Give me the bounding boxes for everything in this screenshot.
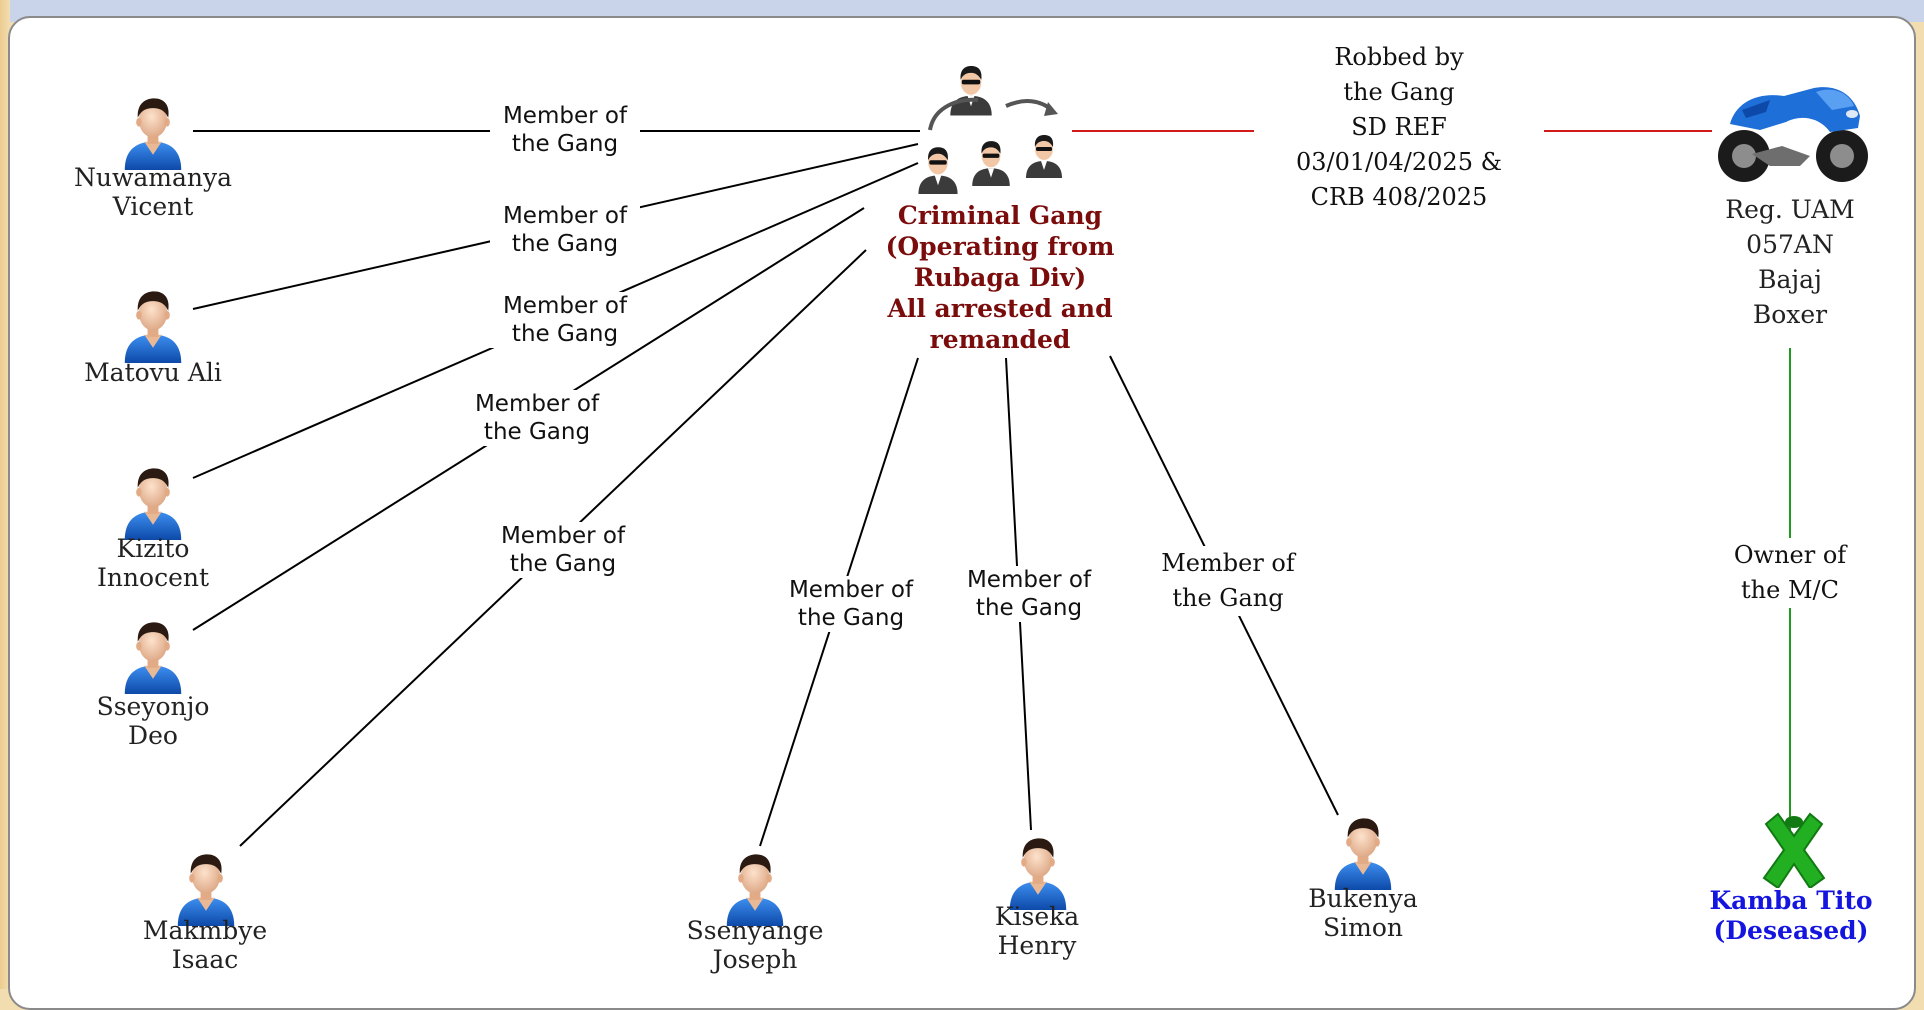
member-label: Ssenyange Joseph — [650, 916, 860, 974]
edge-label-member: Member of the Gang — [954, 566, 1104, 622]
group-icon — [918, 66, 1062, 194]
member-first-name: Kizito — [116, 534, 190, 563]
edge-label-line: Member of — [966, 567, 1092, 593]
edge-label-line: the Gang — [975, 595, 1083, 621]
gang-label-line: Rubaga Div) — [913, 263, 1087, 292]
member-last-name: Innocent — [96, 563, 210, 592]
victim-name: Kamba Tito — [1709, 886, 1873, 915]
edge-label-line: the Gang — [1343, 78, 1455, 106]
member-last-name: Simon — [1323, 913, 1403, 942]
member-first-name: Matovu Ali — [84, 358, 222, 387]
member-first-name: Bukenya — [1308, 884, 1418, 913]
person-icon — [124, 98, 182, 170]
edge-label-line: the Gang — [483, 419, 591, 445]
motorcycle-label-line: Bajaj — [1758, 265, 1822, 294]
edge-label-line: Member of — [502, 293, 628, 319]
member-last-name: Deo — [128, 721, 178, 750]
motorcycle-label: Reg. UAM 057AN Bajaj Boxer — [1700, 192, 1880, 332]
edge-label-line: Member of — [502, 203, 628, 229]
motorcycle-icon — [1718, 87, 1868, 182]
edge-label-member: Member of the Gang — [776, 576, 926, 632]
victim-label: Kamba Tito (Deseased) — [1686, 886, 1896, 946]
edge-label-line: 03/01/04/2025 & — [1296, 148, 1502, 176]
motorcycle-label-line: Reg. UAM — [1725, 195, 1855, 224]
edge-label-member: Member of the Gang — [462, 390, 612, 446]
member-label: Kizito Innocent — [48, 534, 258, 592]
member-label: Makmbye Isaac — [100, 916, 310, 974]
edge-label-line: Member of — [502, 103, 628, 129]
member-first-name: Makmbye — [142, 916, 268, 945]
left-band — [0, 0, 10, 989]
member-last-name: Vicent — [112, 192, 194, 221]
edge-label-robbery: Robbed by the Gang SD REF 03/01/04/2025 … — [1254, 40, 1544, 215]
member-first-name: Nuwamanya — [73, 163, 233, 192]
motorcycle-label-line: Boxer — [1752, 300, 1828, 329]
edge-label-line: Robbed by — [1334, 43, 1464, 71]
member-label: Bukenya Simon — [1258, 884, 1468, 942]
member-label: Kiseka Henry — [932, 902, 1142, 960]
motorcycle-label-line: 057AN — [1746, 230, 1834, 259]
edge-label-line: the Gang — [511, 131, 619, 157]
gang-label-line: Criminal Gang — [897, 201, 1103, 230]
member-first-name: Ssenyange — [686, 916, 824, 945]
member-label: Matovu Ali — [48, 358, 258, 387]
edge-label-line: the Gang — [511, 231, 619, 257]
edge-label-member: Member of the Gang — [488, 522, 638, 578]
person-icon — [1009, 838, 1067, 910]
person-icon — [124, 622, 182, 694]
diagram-canvas: Criminal Gang (Operating from Rubaga Div… — [8, 16, 1916, 1010]
member-last-name: Isaac — [171, 945, 239, 974]
gang-label-line: (Operating from — [885, 232, 1115, 261]
edge-label-line: the Gang — [797, 605, 905, 631]
member-last-name: Joseph — [712, 945, 798, 974]
edge-label-member: Member of the Gang — [490, 292, 640, 348]
deceased-cross-icon — [1762, 812, 1826, 888]
person-icon — [124, 468, 182, 540]
edge-label-line: the Gang — [509, 551, 617, 577]
edge-label-line: Member of — [500, 523, 626, 549]
member-first-name: Kiseka — [994, 902, 1080, 931]
edge-label-line: the M/C — [1741, 576, 1839, 604]
edge-label-member: Member of the Gang — [490, 202, 640, 258]
member-label: Sseyonjo Deo — [48, 692, 258, 750]
person-icon — [177, 854, 235, 926]
edge-label-owner: Owner of the M/C — [1714, 538, 1866, 608]
edge-label-member: Member of the Gang — [1144, 546, 1312, 616]
edge-label-line: Member of — [474, 391, 600, 417]
edge-label-line: SD REF — [1351, 113, 1447, 141]
edge-label-line: CRB 408/2025 — [1310, 183, 1488, 211]
edge-label-line: the Gang — [511, 321, 619, 347]
member-label: Nuwamanya Vicent — [48, 163, 258, 221]
person-icon — [726, 854, 784, 926]
gang-label-line: remanded — [929, 325, 1071, 354]
edge-label-line: the Gang — [1172, 584, 1284, 612]
victim-status: (Deseased) — [1713, 916, 1869, 945]
gang-node-label: Criminal Gang (Operating from Rubaga Div… — [858, 200, 1142, 355]
person-icon — [1334, 818, 1392, 890]
edge-label-line: Member of — [1161, 549, 1295, 577]
edge-label-member: Member of the Gang — [490, 102, 640, 158]
member-first-name: Sseyonjo — [96, 692, 210, 721]
edge-label-line: Owner of — [1733, 541, 1847, 569]
member-last-name: Henry — [997, 931, 1077, 960]
gang-label-line: All arrested and — [887, 294, 1113, 323]
person-icon — [124, 291, 182, 363]
edge-label-line: Member of — [788, 577, 914, 603]
